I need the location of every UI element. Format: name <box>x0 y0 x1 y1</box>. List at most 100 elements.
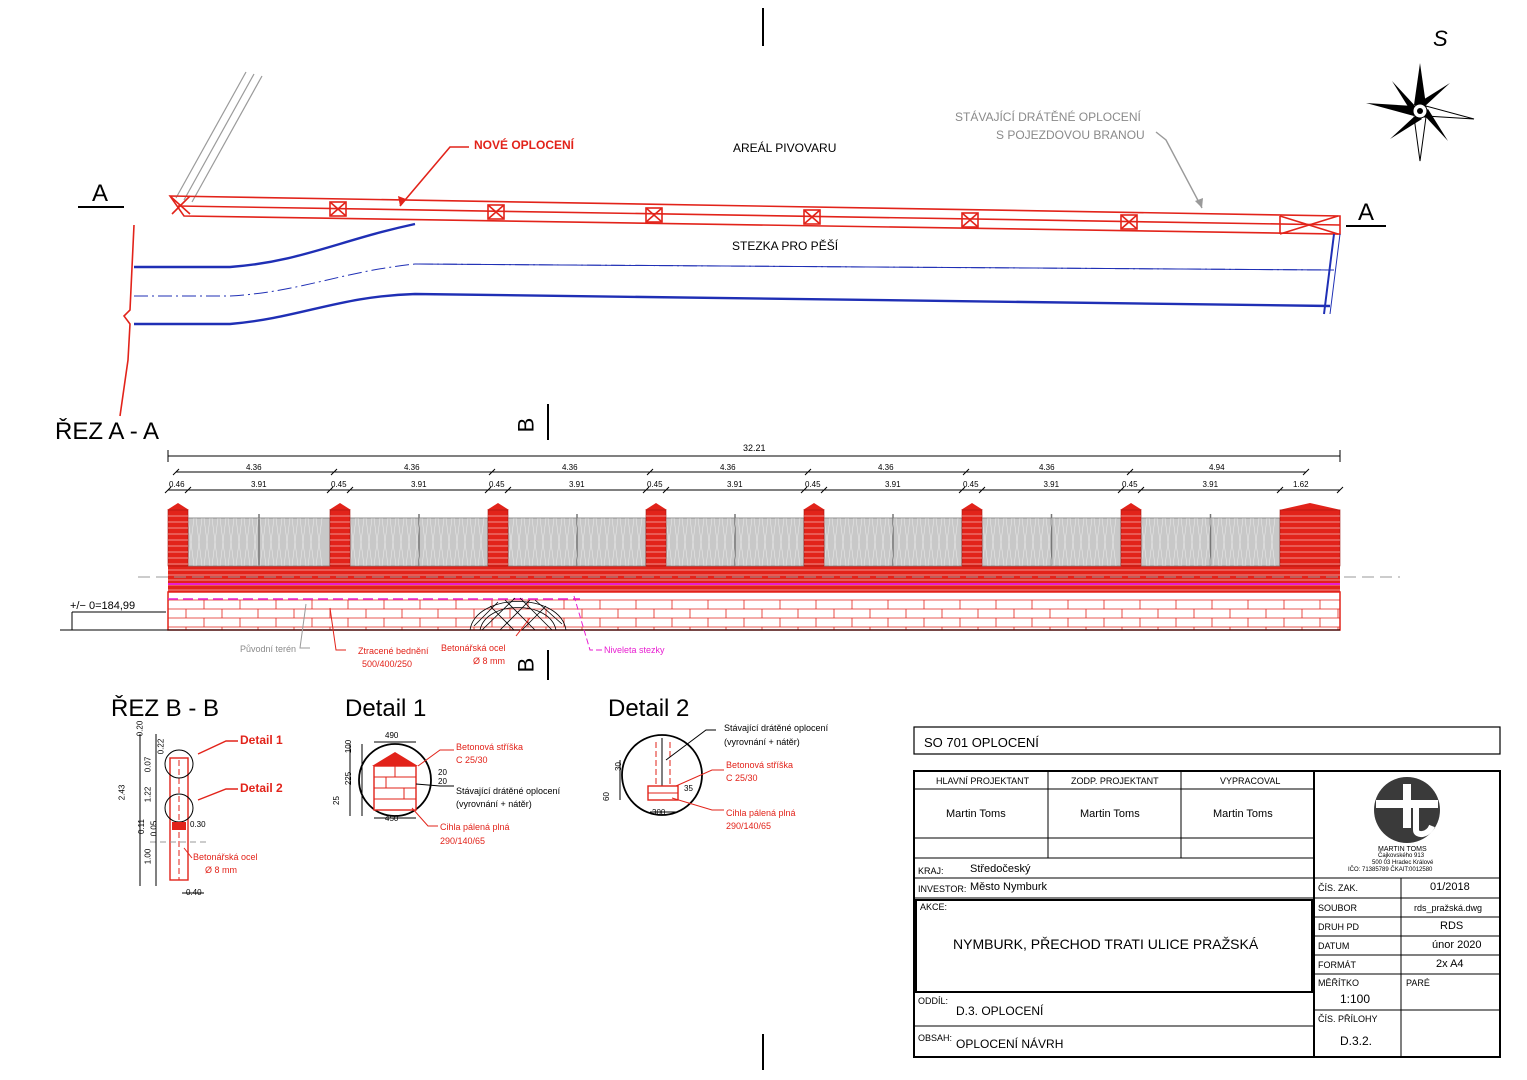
label-path: STEZKA PRO PĚŠÍ <box>732 239 839 253</box>
tb-file-value: rds_pražská.dwg <box>1414 903 1483 913</box>
d2-cap-2: C 25/30 <box>726 773 758 783</box>
pillar-cap <box>645 503 667 510</box>
tb-format-value: 2x A4 <box>1436 958 1464 970</box>
dim-span: 4.36 <box>562 463 578 472</box>
tb-content-label: OBSAH: <box>918 1033 953 1043</box>
tb-order-value: 01/2018 <box>1430 881 1470 893</box>
pillar-cap <box>803 503 825 510</box>
d1-brick-1: Cihla pálená plná <box>440 822 510 832</box>
bb-dim-1: 0.22 <box>156 738 166 755</box>
brick-pillar <box>1120 509 1142 567</box>
tb-region-value: Středočeský <box>970 863 1031 875</box>
brick-pillar <box>961 509 983 567</box>
label-original-terrain: Původní terén <box>240 644 297 654</box>
leader-new-fence <box>399 146 469 207</box>
tb-investor-label: INVESTOR: <box>918 884 967 894</box>
tb-object: SO 701 OPLOCENÍ <box>924 735 1039 750</box>
dimension-chains <box>167 450 1341 491</box>
dim-panel: 3.91 <box>1043 480 1060 489</box>
north-compass-icon <box>1366 63 1475 162</box>
dim-pillar: 0.45 <box>331 480 347 489</box>
tb-logo-ids: IČO: 71385789 ČKAIT:0012580 <box>1348 867 1433 873</box>
label-path-level: Niveleta stezky <box>604 645 665 655</box>
leader-path-level <box>573 595 602 651</box>
brick-pillar <box>645 509 667 567</box>
bb-dim-8: 1.00 <box>143 848 153 865</box>
bb-dim-6: 0.05 <box>149 820 159 837</box>
dim-pillar: 0.46 <box>169 480 185 489</box>
d1-dim-6: 450 <box>385 814 399 823</box>
tb-investor-value: Město Nymburk <box>970 881 1048 893</box>
tb-order-label: ČÍS. ZAK. <box>1318 883 1359 893</box>
bb-dim-0: 0.20 <box>135 720 145 737</box>
bb-dim-9: 0.40 <box>186 888 202 897</box>
section-bb-title: ŘEZ B - B <box>111 695 220 722</box>
d2-dim-2: 35 <box>684 784 693 793</box>
company-logo-icon <box>1374 777 1440 843</box>
dim-pillar: 0.45 <box>1122 480 1138 489</box>
label-existing-1: STÁVAJÍCÍ DRÁTĚNÉ OPLOCENÍ <box>955 110 1141 124</box>
level-label: +/− 0=184,99 <box>70 600 136 612</box>
tb-logo-name: MARTIN TOMS <box>1378 846 1427 853</box>
bb-dim-7: 0.30 <box>190 820 206 829</box>
dim-panel: 3.91 <box>1202 480 1219 489</box>
tb-file-label: SOUBOR <box>1318 903 1358 913</box>
leader-rebar <box>515 617 531 637</box>
section-aa-title: ŘEZ A - A <box>55 418 160 445</box>
pillar-cap <box>329 503 351 510</box>
existing-fence-diagonal <box>175 71 263 203</box>
bb-rebar-2: Ø 8 mm <box>205 865 238 875</box>
detail2-drawing <box>619 729 724 816</box>
d2-brick-1: Cihla pálená plná <box>726 808 796 818</box>
tb-head-drawn: VYPRACOVAL <box>1220 776 1281 786</box>
level-marker <box>60 611 1340 631</box>
dim-panel: 3.91 <box>411 480 427 489</box>
tb-date-value: únor 2020 <box>1432 939 1482 951</box>
new-fence-plan <box>168 195 1341 235</box>
dim-pillar: 0.45 <box>647 480 663 489</box>
bb-dim-3: 2.43 <box>117 784 127 801</box>
dim-panel: 3.91 <box>251 480 267 489</box>
tb-logo-addr1: Čajkovského 913 <box>1378 853 1425 859</box>
pillar-cap <box>167 503 189 510</box>
tb-content-value: OPLOCENÍ NÁVRH <box>956 1037 1064 1051</box>
dim-span: 4.36 <box>404 463 420 472</box>
end-pillar-cap <box>1279 503 1341 510</box>
d1-dim-1: 100 <box>344 739 354 754</box>
leader-existing <box>1155 131 1203 209</box>
d2-existing-1: Stávající drátěné oplocení <box>724 723 829 733</box>
detail1-title: Detail 1 <box>345 695 427 722</box>
tb-scale-value: 1:100 <box>1340 992 1371 1006</box>
bb-detail2-ref: Detail 2 <box>240 781 283 795</box>
pillar-cap <box>1120 503 1142 510</box>
tb-name-main: Martin Toms <box>946 808 1006 820</box>
d1-existing-2: (vyrovnání + nátěr) <box>456 799 532 809</box>
brick-pillar <box>329 509 351 567</box>
bb-dim-4: 1.22 <box>143 786 153 803</box>
detail1-drawing <box>349 741 454 827</box>
dim-span: 4.36 <box>246 463 262 472</box>
d1-existing-1: Stávající drátěné oplocení <box>456 786 561 796</box>
tb-head-main: HLAVNÍ PROJEKTANT <box>936 776 1030 786</box>
cut-b-label-top: B <box>513 417 539 433</box>
tb-action-value: NYMBURK, PŘECHOD TRATI ULICE PRAŽSKÁ <box>953 936 1259 952</box>
bb-rebar-1: Betonářská ocel <box>193 852 258 862</box>
tb-logo-addr2: 500 03 Hradec Králové <box>1372 860 1434 866</box>
section-mark-right: A <box>1358 199 1375 226</box>
tb-head-resp: ZODP. PROJEKTANT <box>1071 776 1159 786</box>
dim-panel: 3.91 <box>569 480 585 489</box>
tb-action-label: AKCE: <box>920 902 948 912</box>
brick-pillar <box>803 509 825 567</box>
dim-pillar: 0.45 <box>963 480 979 489</box>
d2-existing-2: (vyrovnání + nátěr) <box>724 737 800 747</box>
section-mark-left: A <box>92 180 109 207</box>
tb-type-label: DRUH PD <box>1318 922 1360 932</box>
label-brewery: AREÁL PIVOVARU <box>733 141 837 155</box>
d1-dim-5: 20 <box>438 777 447 786</box>
tb-annex-value: D.3.2. <box>1340 1034 1373 1048</box>
d1-dim-4: 20 <box>438 768 447 777</box>
end-pillar <box>1279 509 1341 567</box>
tb-copy-label: PARÉ <box>1406 978 1430 988</box>
footpath-plan <box>134 222 1341 326</box>
